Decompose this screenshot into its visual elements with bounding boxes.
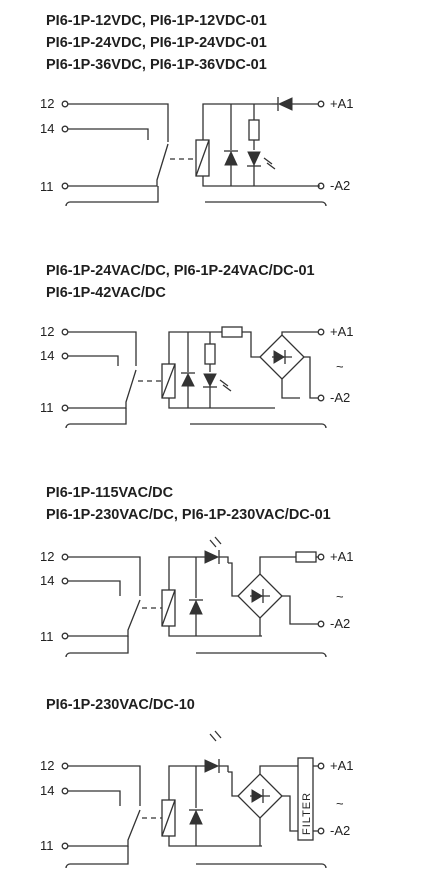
freewheel-diode: [224, 104, 238, 186]
terminal-12-label: 12: [40, 96, 54, 111]
terminal-14: [61, 125, 69, 133]
relay-coil: [161, 799, 176, 837]
terminal-a2: [317, 827, 325, 835]
terminal-12-label: 12: [40, 324, 54, 339]
filter-label: FILTER: [301, 792, 313, 835]
title-line: PI6-1P-12VDC, PI6-1P-12VDC-01: [46, 13, 267, 29]
coil-wiring: [168, 331, 275, 409]
led-indicator: [204, 730, 229, 773]
relay-coil: [195, 139, 210, 177]
terminal-a2: [317, 620, 325, 628]
bridge-rectifier: [259, 331, 318, 399]
led-indicator: [204, 536, 229, 564]
freewheel-diode: [181, 332, 195, 408]
a2-return-line: [190, 423, 327, 429]
series-diode: [272, 97, 318, 111]
terminal-a2-label: -A2: [330, 823, 350, 838]
series-resistor: [221, 326, 260, 358]
terminal-a2-label: -A2: [330, 390, 350, 405]
terminal-a2-label: -A2: [330, 178, 350, 193]
section-3-title: PI6-1P-115VAC/DC PI6-1P-230VAC/DC, PI6-1…: [46, 482, 331, 526]
a2-return-line: [196, 863, 327, 869]
relay-contact: [65, 556, 141, 658]
coil-wiring: [202, 103, 320, 187]
a2-return-line: [196, 652, 327, 658]
led-indicator: [247, 104, 276, 186]
title-line: PI6-1P-230VAC/DC, PI6-1P-230VAC/DC-01: [46, 507, 331, 523]
ac-symbol: ~: [336, 796, 344, 811]
terminal-a1-label: +A1: [330, 549, 354, 564]
terminal-a1: [317, 328, 325, 336]
title-line: PI6-1P-230VAC/DC-10: [46, 697, 195, 713]
terminal-14: [61, 787, 69, 795]
coil-wiring: [168, 765, 262, 847]
terminal-a2: [317, 182, 325, 190]
terminal-14-label: 14: [40, 573, 54, 588]
terminal-14: [61, 352, 69, 360]
filter-block: FILTER: [297, 757, 318, 841]
title-line: PI6-1P-24VDC, PI6-1P-24VDC-01: [46, 35, 267, 51]
title-line: PI6-1P-42VAC/DC: [46, 285, 166, 301]
terminal-11-label: 11: [40, 838, 54, 853]
title-line: PI6-1P-24VAC/DC, PI6-1P-24VAC/DC-01: [46, 263, 315, 279]
terminal-11: [61, 182, 69, 190]
terminal-12-label: 12: [40, 758, 54, 773]
schematic-3: 12 14 11 +A1 ~ -A2: [40, 536, 354, 658]
terminal-a2-label: -A2: [330, 616, 350, 631]
terminal-11: [61, 404, 69, 412]
schematic-1: 12 14 11 +A1 -A2: [40, 96, 354, 207]
freewheel-diode: [189, 766, 203, 846]
ac-symbol: ~: [336, 359, 344, 374]
relay-coil: [161, 363, 176, 399]
terminal-a2: [317, 394, 325, 402]
ac-symbol: ~: [336, 589, 344, 604]
terminal-a1: [317, 100, 325, 108]
terminal-a1: [317, 553, 325, 561]
title-line: PI6-1P-36VDC, PI6-1P-36VDC-01: [46, 57, 267, 73]
schematic-4: 12 14 11 FILTER +A1 ~ -A2: [40, 730, 354, 869]
terminal-12: [61, 100, 69, 108]
coil-wiring: [168, 556, 262, 637]
terminal-a1: [317, 762, 325, 770]
terminal-14-label: 14: [40, 783, 54, 798]
schematic-2: 12 14 11 +A1 ~ -A2: [40, 324, 354, 429]
relay-coil: [161, 589, 176, 627]
series-resistor: [295, 551, 318, 563]
terminal-11: [61, 632, 69, 640]
terminal-11-label: 11: [40, 400, 54, 415]
terminal-12: [61, 328, 69, 336]
section-1-title: PI6-1P-12VDC, PI6-1P-12VDC-01 PI6-1P-24V…: [46, 10, 267, 76]
terminal-11: [61, 842, 69, 850]
terminal-a1-label: +A1: [330, 96, 354, 111]
title-line: PI6-1P-115VAC/DC: [46, 485, 174, 501]
terminal-12: [61, 762, 69, 770]
terminal-a1-label: +A1: [330, 758, 354, 773]
relay-contact: [65, 103, 169, 207]
relay-contact: [65, 765, 141, 869]
bridge-rectifier: [228, 556, 318, 636]
freewheel-diode: [189, 557, 203, 636]
terminal-12-label: 12: [40, 549, 54, 564]
a2-return-line: [205, 201, 327, 207]
relay-contact: [65, 331, 137, 429]
bridge-rectifier: [228, 765, 298, 846]
led-indicator: [203, 332, 232, 408]
terminal-14-label: 14: [40, 121, 54, 136]
section-4-title: PI6-1P-230VAC/DC-10: [46, 694, 195, 716]
terminal-12: [61, 553, 69, 561]
terminal-11-label: 11: [40, 179, 54, 194]
terminal-14-label: 14: [40, 348, 54, 363]
section-2-title: PI6-1P-24VAC/DC, PI6-1P-24VAC/DC-01 PI6-…: [46, 260, 315, 304]
terminal-11-label: 11: [40, 629, 54, 644]
terminal-14: [61, 577, 69, 585]
terminal-a1-label: +A1: [330, 324, 354, 339]
